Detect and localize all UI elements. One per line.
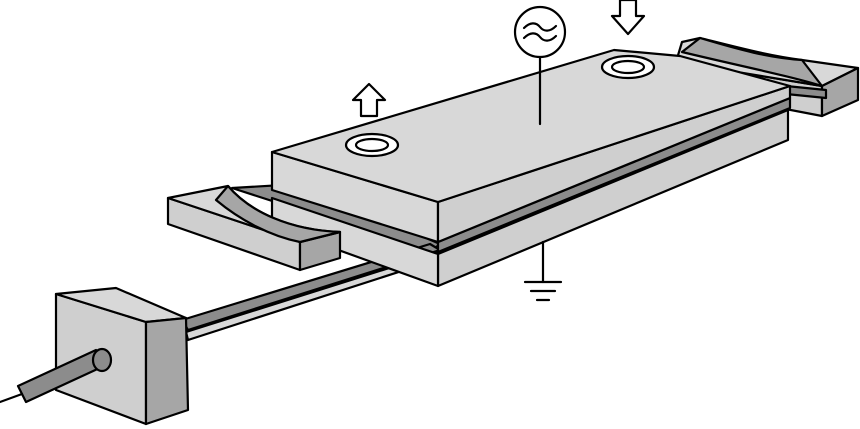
- port-ring-right: [600, 54, 656, 80]
- arrow-up-icon: [351, 82, 387, 118]
- port-ring-left: [344, 132, 400, 158]
- arrow-down-icon: [610, 0, 646, 36]
- left-cradle-block: [166, 184, 342, 272]
- ground-symbol: [523, 240, 563, 302]
- inlet-mount-block: [54, 286, 190, 426]
- ac-sine-symbol: [513, 5, 567, 126]
- main-electrode-block: [270, 48, 792, 288]
- inlet-tube: [0, 347, 113, 404]
